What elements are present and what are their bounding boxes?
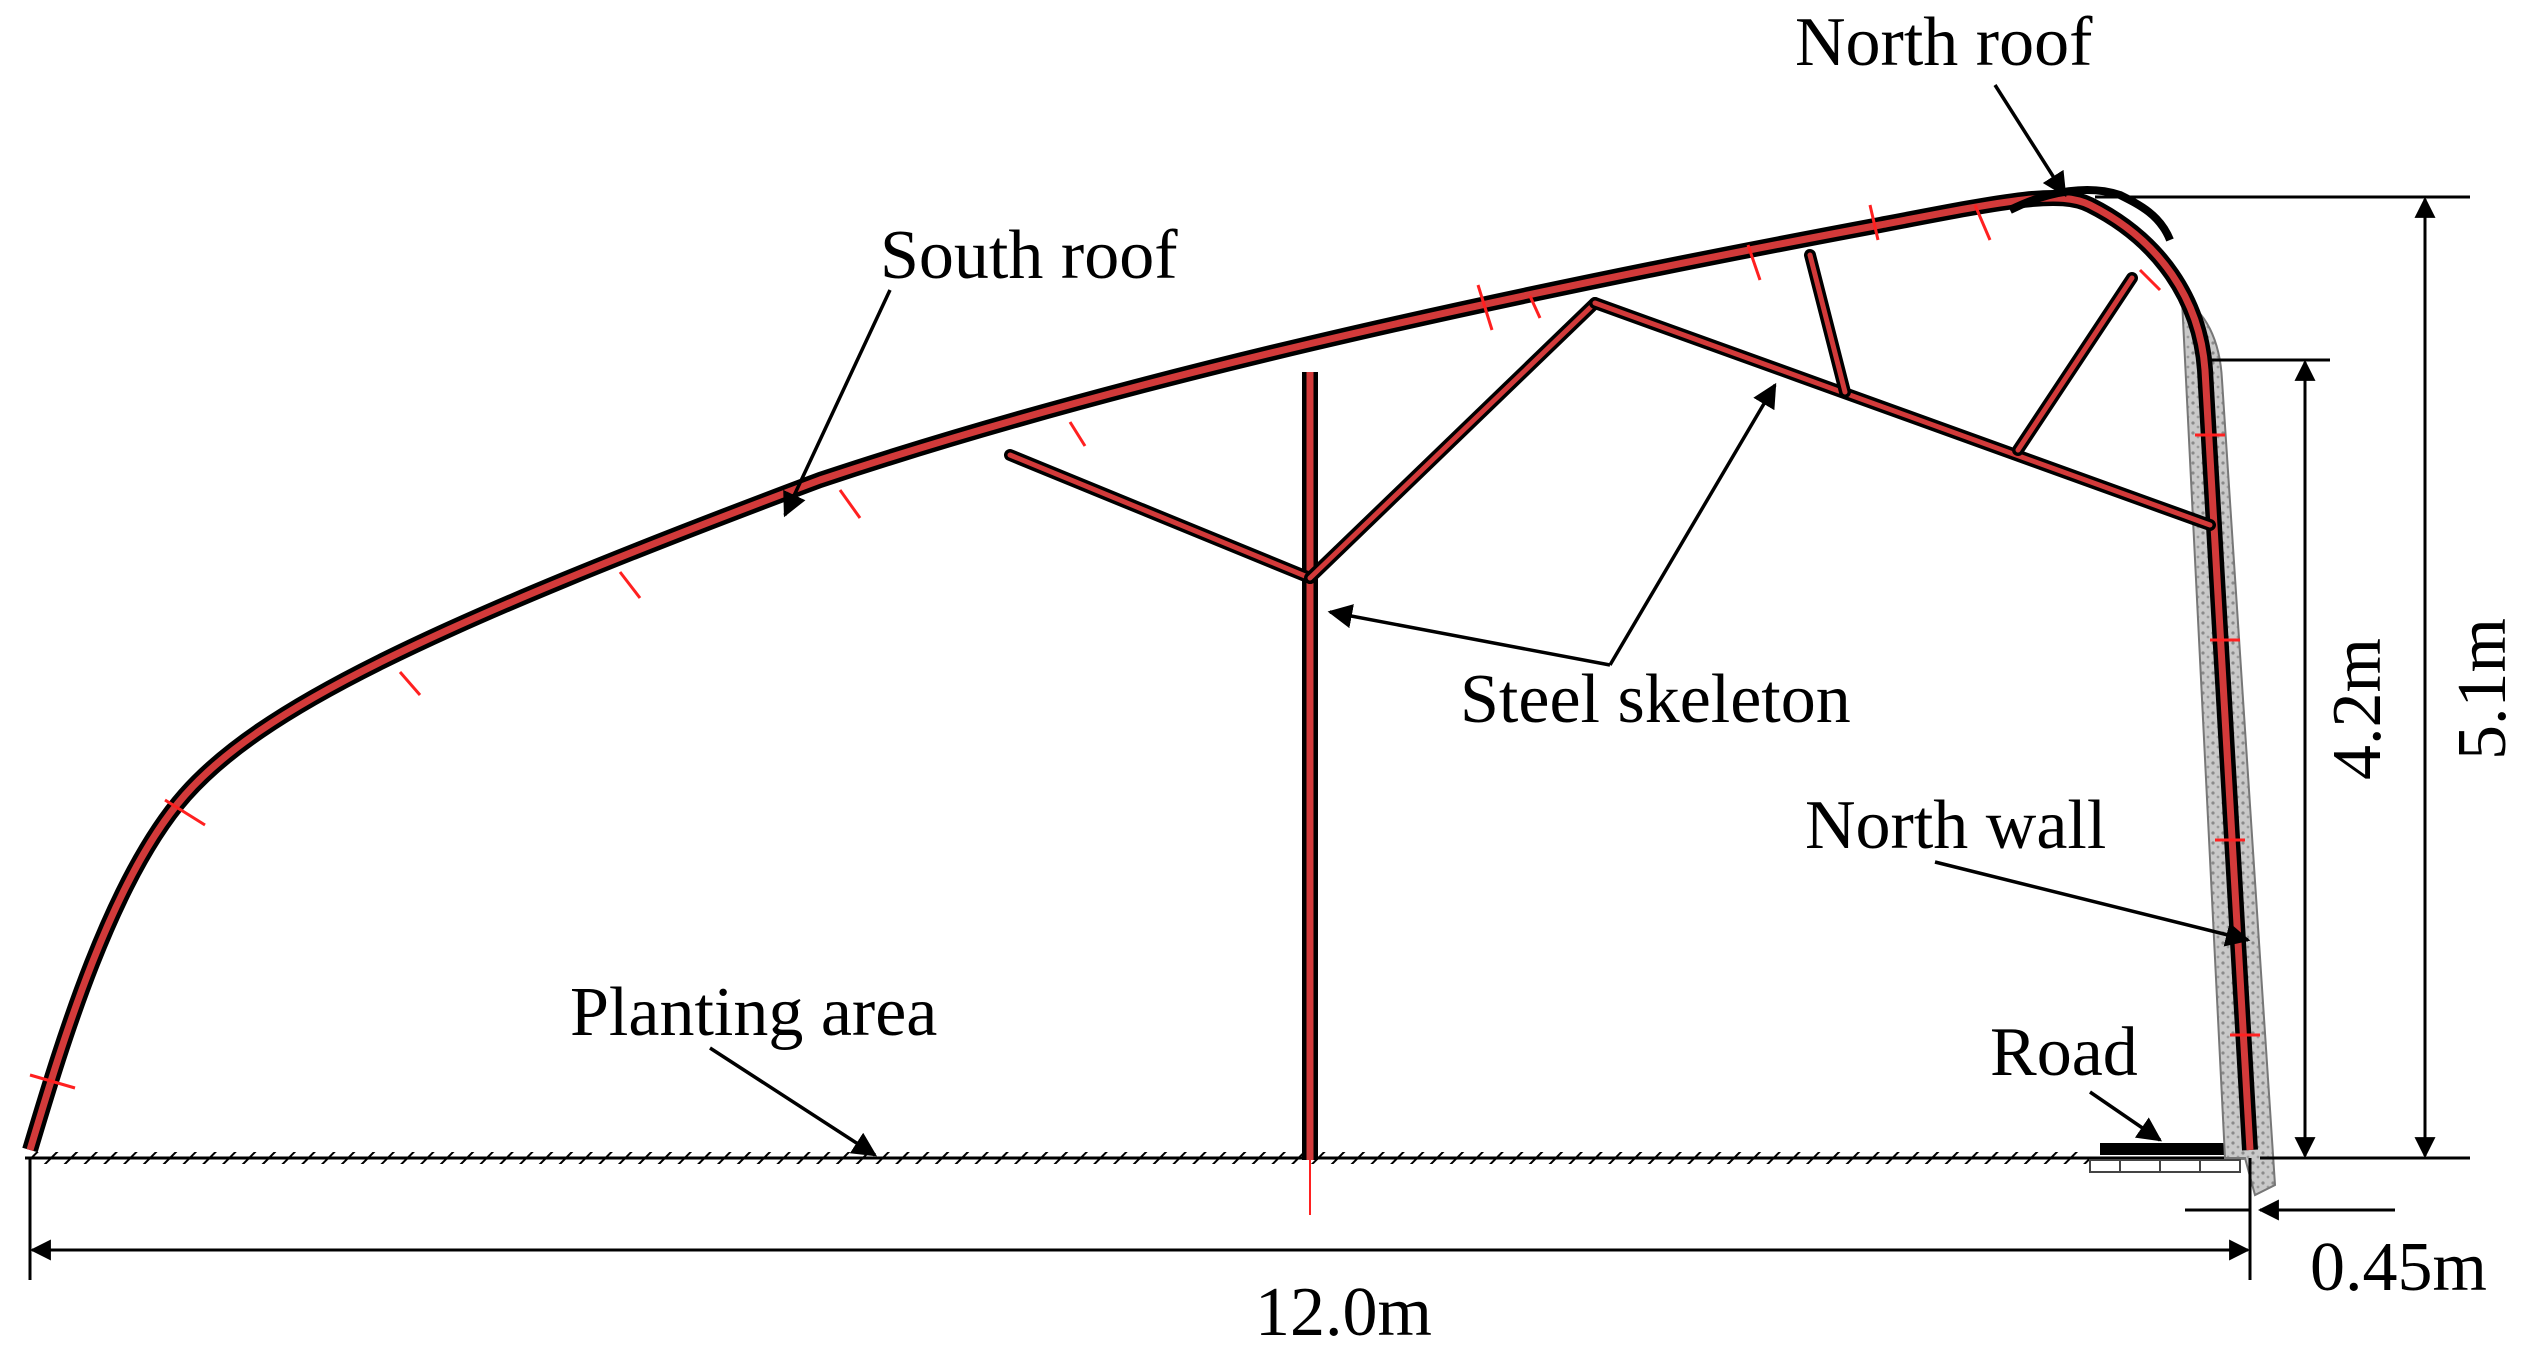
wall-thickness-dimension-label: 0.45m <box>2310 1229 2487 1306</box>
ridge-height-dimension-label: 5.1m <box>2444 618 2521 760</box>
planting-area-label: Planting area <box>570 974 937 1051</box>
north-wall-label: North wall <box>1805 787 2106 864</box>
south-roof-label: South roof <box>880 217 1178 294</box>
north-roof-cover <box>2008 186 2174 242</box>
leader-lines <box>709 84 2251 1157</box>
steel-skeleton-leader-2 <box>1608 382 1777 666</box>
span-dimension-label: 12.0m <box>1255 1274 1432 1351</box>
road-leader <box>2089 1090 2163 1142</box>
north-roof-leader <box>1993 84 2067 198</box>
planting-area-leader <box>709 1046 878 1157</box>
steel-skeleton-label: Steel skeleton <box>1460 661 1851 738</box>
north-roof-label: North roof <box>1795 4 2093 81</box>
arch-frame <box>22 189 2258 1153</box>
ground <box>25 1152 2455 1164</box>
road-slab <box>2089 1143 2241 1173</box>
joint-markers <box>29 204 2260 1090</box>
steel-skeleton-leader-1 <box>1327 604 1611 667</box>
wall-height-dimension-label: 4.2m <box>2319 638 2396 780</box>
north-wall-leader <box>1934 860 2251 947</box>
dimension-lines <box>28 195 2470 1280</box>
road-label: Road <box>1990 1014 2138 1091</box>
steel-skeleton-truss <box>1004 249 2216 584</box>
south-roof-leader <box>783 289 892 518</box>
